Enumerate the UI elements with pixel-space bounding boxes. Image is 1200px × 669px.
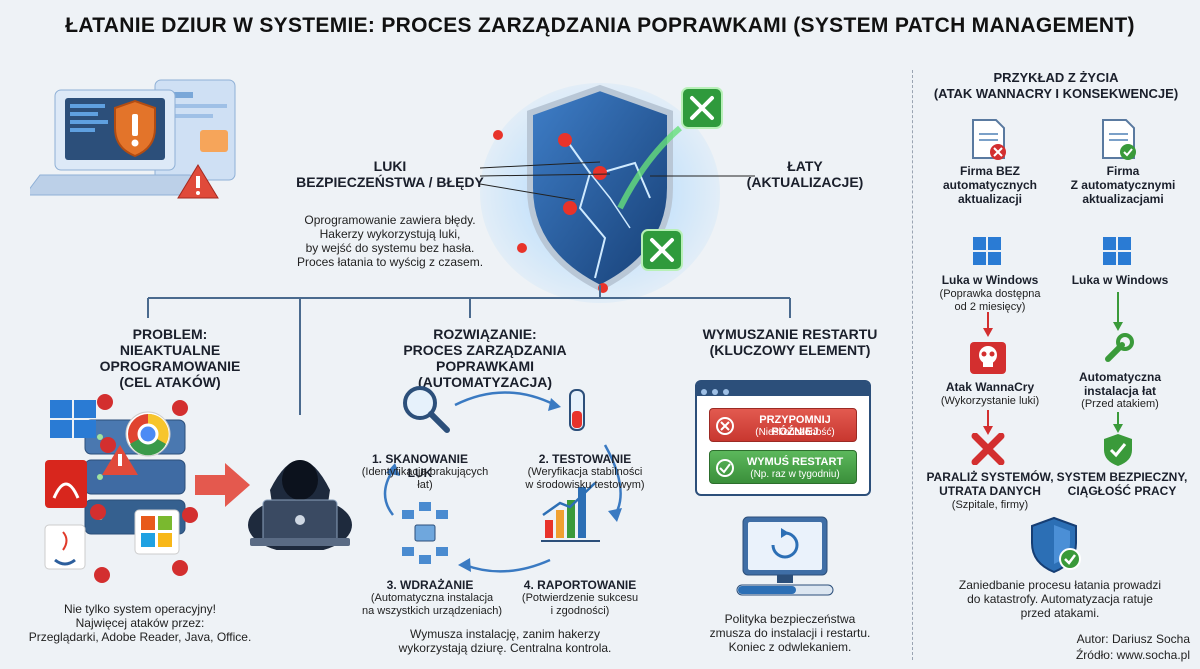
step-4-desc: (Potwierdzenie sukcesu i zgodności): [521, 592, 639, 617]
hacker-icon: [248, 460, 352, 550]
patch-process-cycle: [383, 386, 622, 573]
hero-description: Oprogramowanie zawiera błędy. Hakerzy wy…: [296, 213, 484, 269]
section-connector-tree: [147, 285, 791, 415]
company-with-updates: Firma Z automatycznymi aktualizacjami: [1070, 164, 1176, 206]
solution-footer: Wymusza instalację, zanim hakerzy wykorz…: [398, 627, 612, 655]
arrow-down-icon: [983, 312, 993, 337]
failure-x-icon: [971, 433, 1005, 465]
windows-logo-icon: [1103, 237, 1131, 265]
cancel-icon: [716, 417, 734, 435]
step-4-title: 4. RAPORTOWANIE: [523, 578, 637, 592]
page-title: ŁATANIE DZIUR W SYSTEMIE: PROCES ZARZĄDZ…: [65, 14, 1135, 37]
step-2-desc: (Weryfikacja stabilności w środowisku te…: [525, 466, 645, 491]
remind-later-sub: (Nieskończoność): [755, 427, 835, 438]
wrench-icon: [1105, 333, 1134, 362]
problem-header: PROBLEM: NIEAKTUALNE OPROGRAMOWANIE (CEL…: [99, 326, 241, 390]
windows-logo-icon: [973, 237, 1001, 265]
step-1-desc: (Identyfikacja brakujących łat): [361, 466, 489, 491]
left-vuln-desc: (Poprawka dostępna od 2 miesięcy): [939, 288, 1041, 313]
skull-ransomware-icon: [970, 342, 1006, 374]
attack-title: Atak WannaCry: [945, 380, 1035, 394]
install-title: Automatyczna instalacja łat: [1078, 370, 1161, 398]
solution-header: ROZWIĄZANIE: PROCES ZARZĄDZANIA POPRAWKA…: [403, 326, 567, 390]
outdated-software-illustration: [44, 394, 198, 583]
laptop-warning-illustration: [30, 79, 236, 199]
restart-footer: Polityka bezpieczeństwa zmusza do instal…: [709, 612, 871, 654]
document-error-icon: [972, 119, 1006, 160]
step-3-desc: (Automatyczna instalacja na wszystkich u…: [361, 592, 502, 617]
label-connector-lines: [480, 161, 755, 200]
remind-later-button[interactable]: PRZYPOMNIJ PÓŹNIEJ (Nieskończoność): [709, 408, 857, 442]
force-restart-label: WYMUŚ RESTART: [746, 456, 844, 468]
force-restart-button[interactable]: WYMUŚ RESTART (Np. raz w tygodniu): [709, 450, 857, 484]
example-footer: Zaniedbanie procesu łatania prowadzi do …: [958, 578, 1162, 620]
section-divider: [912, 70, 913, 660]
left-result-title: PARALIŻ SYSTEMÓW, UTRATA DANYCH: [926, 470, 1054, 498]
document-ok-icon: [1102, 119, 1136, 160]
check-icon: [716, 459, 734, 477]
problem-footer: Nie tylko system operacyjny! Najwięcej a…: [28, 602, 252, 644]
left-vuln-title: Luka w Windows: [941, 273, 1039, 287]
author-credit: Autor: Dariusz Socha: [1076, 632, 1190, 646]
step-3-title: 3. WDRAŻANIE: [386, 578, 474, 592]
company-without-updates: Firma BEZ automatycznych aktualizacji: [942, 164, 1038, 206]
left-result-desc: (Szpitale, firmy): [951, 499, 1029, 511]
patches-label: ŁATY (AKTUALIZACJE): [746, 158, 864, 190]
restart-header: WYMUSZANIE RESTARTU (KLUCZOWY ELEMENT): [702, 326, 878, 358]
attack-desc: (Wykorzystanie luki): [940, 395, 1040, 407]
arrow-down-icon: [983, 410, 993, 435]
example-header: PRZYKŁAD Z ŻYCIA (ATAK WANNACRY I KONSEK…: [933, 70, 1179, 101]
arrow-down-icon: [1113, 412, 1123, 433]
step-2-title: 2. TESTOWANIE: [538, 452, 632, 466]
right-vuln-title: Luka w Windows: [1071, 273, 1169, 287]
right-result-title: SYSTEM BEZPIECZNY, CIĄGŁOŚĆ PRACY: [1056, 470, 1188, 498]
step-1-title: 1. SKANOWANIE LUK: [371, 452, 468, 480]
shield-check-icon: [1104, 434, 1132, 466]
source-credit: Źródło: www.socha.pl: [1075, 648, 1190, 662]
restart-dialog: PRZYPOMNIJ PÓŹNIEJ (Nieskończoność) WYMU…: [695, 380, 871, 496]
install-desc: (Przed atakiem): [1081, 398, 1159, 410]
restart-monitor-icon: [736, 516, 834, 596]
arrow-down-icon: [1113, 292, 1123, 331]
force-restart-sub: (Np. raz w tygodniu): [750, 469, 840, 480]
vulnerabilities-label: LUKI BEZPIECZEŃSTWA / BŁĘDY: [296, 158, 484, 190]
secure-shield-icon: [1031, 516, 1081, 574]
remind-later-label: PRZYPOMNIJ PÓŹNIEJ: [759, 414, 831, 438]
attack-arrow-icon: [195, 463, 250, 507]
